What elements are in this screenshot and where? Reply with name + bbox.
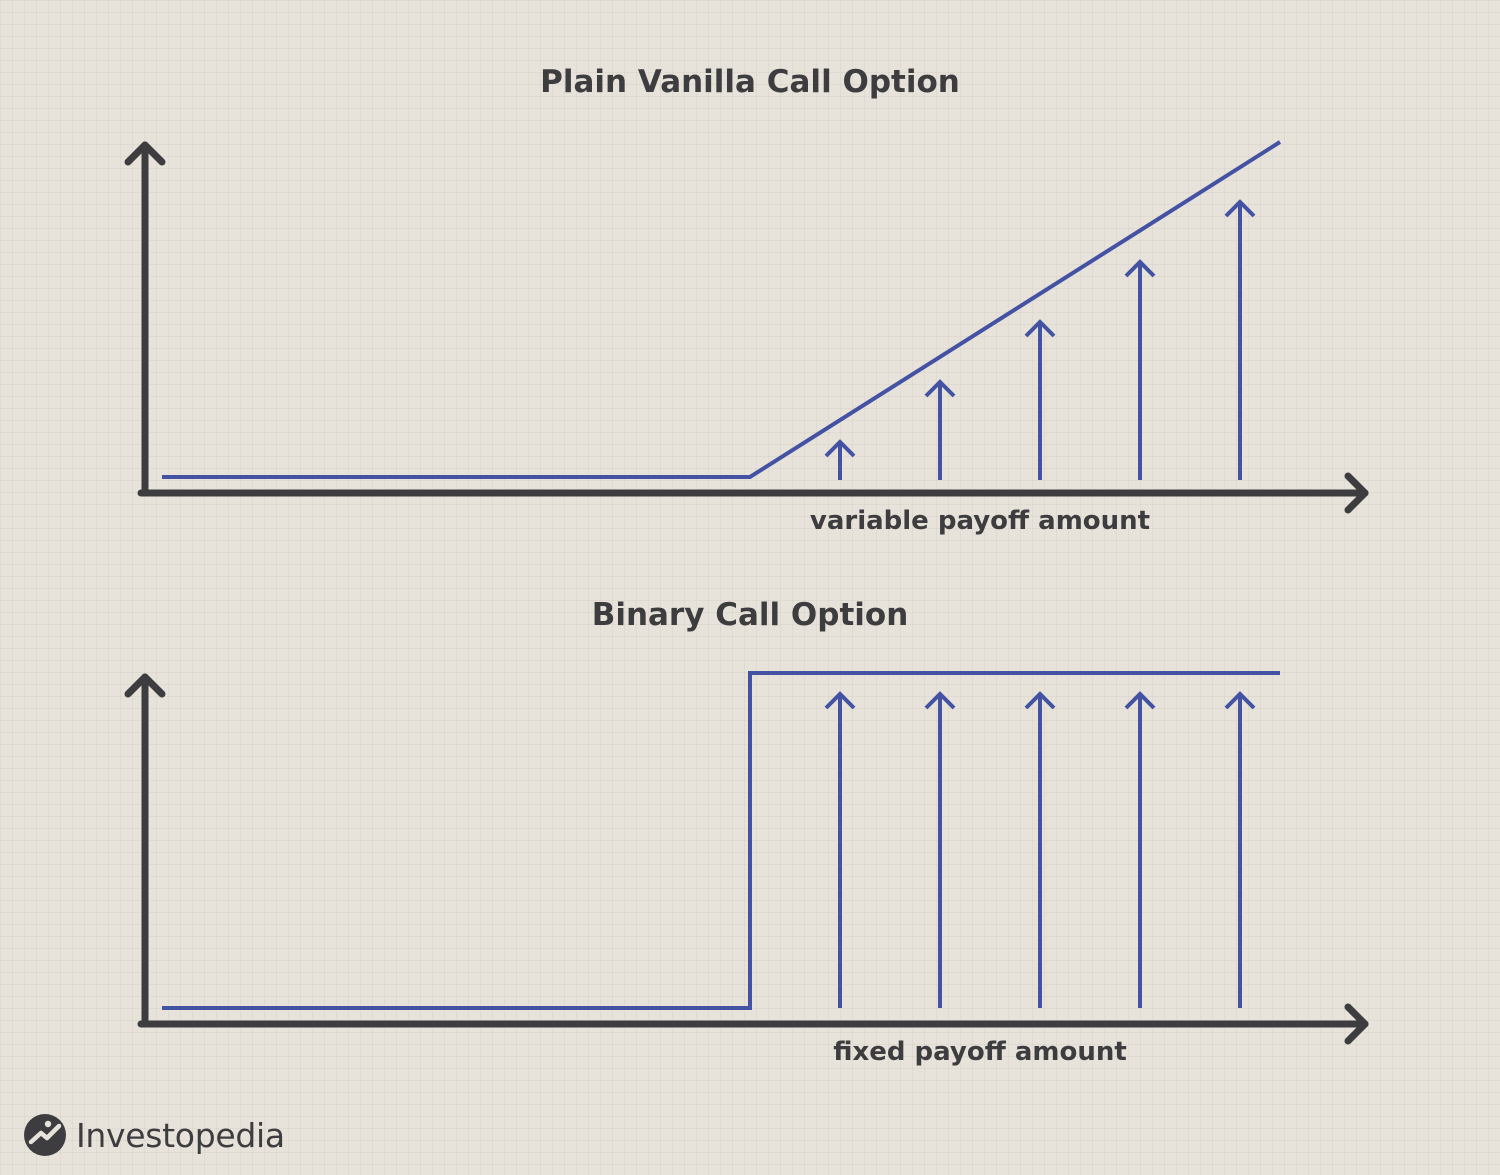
investopedia-logo-icon — [24, 1114, 66, 1156]
payoff-label-fixed: fixed payoff amount — [833, 1037, 1127, 1067]
payoff-arrow — [924, 379, 956, 480]
x-axis-arrowhead-binary — [1344, 1003, 1369, 1045]
panel-title-plain-vanilla: Plain Vanilla Call Option — [540, 64, 960, 100]
axes-binary — [124, 673, 1369, 1045]
payoff-arrow — [924, 691, 956, 1008]
payoff-arrow — [1224, 691, 1256, 1008]
panel-binary: Binary Call Option — [124, 597, 1369, 1067]
panel-title-binary: Binary Call Option — [592, 597, 909, 633]
axes-plain-vanilla — [124, 141, 1369, 514]
payoff-arrow — [1124, 691, 1156, 1008]
payoff-line-binary — [162, 671, 1280, 1010]
payoff-arrows-binary — [824, 691, 1256, 1008]
x-axis-arrowhead-plain-vanilla — [1344, 472, 1369, 514]
brand-logo: Investopedia — [22, 1108, 285, 1162]
y-axis-arrowhead-binary — [124, 673, 166, 698]
payoff-arrow — [1124, 259, 1156, 480]
payoff-arrow — [824, 439, 856, 480]
payoff-arrow — [1024, 691, 1056, 1008]
payoff-line-plain-vanilla — [162, 140, 1282, 479]
brand-name: Investopedia — [76, 1115, 285, 1155]
payoff-arrow — [1224, 199, 1256, 480]
payoff-label-variable: variable payoff amount — [810, 506, 1150, 536]
y-axis-arrowhead-plain-vanilla — [124, 141, 166, 166]
panel-plain-vanilla: Plain Vanilla Call Option — [124, 64, 1369, 536]
payoff-arrows-plain-vanilla — [824, 199, 1256, 480]
payoff-arrow — [1024, 319, 1056, 480]
payoff-arrow — [824, 691, 856, 1008]
